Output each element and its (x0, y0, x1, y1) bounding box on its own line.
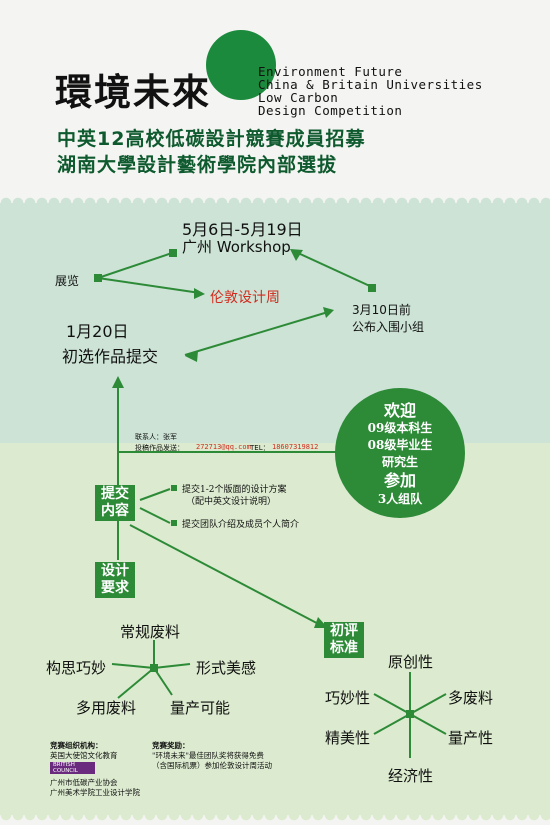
london-design-week-label: 伦敦设计周 (210, 290, 280, 306)
design-req-item: 多用废料 (76, 699, 137, 717)
contact-name: 张军 (163, 433, 177, 441)
design-req-item: 常规废料 (120, 623, 181, 641)
shortlist-date: 3月10日前 (352, 303, 411, 317)
email-address[interactable]: 272713@qq.com (196, 443, 251, 451)
criteria-item: 量产性 (448, 729, 494, 747)
submit-label: 初选作品提交 (62, 347, 159, 366)
recruit-undergrad: 09级本科生 (367, 421, 433, 435)
design-req-item: 形式美感 (196, 659, 257, 677)
contact-person: 联系人：张军 (135, 432, 177, 442)
submission-item-1-note: （配中英文设计说明） (186, 497, 277, 507)
timeline-area (0, 197, 550, 443)
criteria-box-line: 初评 (330, 623, 358, 639)
tel-label: TEL： (250, 444, 270, 452)
bullet-icon (171, 520, 177, 526)
submission-item-1: 提交1-2个版面的设计方案 (182, 485, 287, 495)
award-label: 竞赛奖励： (152, 741, 190, 750)
org-label: 竞赛组织机构： (50, 741, 103, 750)
criteria-box: 初评 标准 (324, 622, 364, 658)
design-requirement-line: 要求 (101, 580, 129, 596)
recruit-join: 参加 (383, 471, 416, 490)
award-line-1: "环境未来"最佳团队奖将获得免费 (152, 751, 264, 760)
british-council-logo: BRITISH COUNCIL (50, 762, 95, 774)
title-chinese: 環境未來 (55, 71, 211, 114)
award-line-2: （含国际机票）参加伦敦设计周活动 (152, 761, 272, 770)
title-english-line: China & Britain Universities (258, 77, 483, 92)
title-english-line: Environment Future (258, 64, 403, 79)
recruit-welcome: 欢迎 (383, 401, 416, 420)
criteria-item: 巧妙性 (325, 689, 371, 707)
recruit-circle: 欢迎 09级本科生 08级毕业生 研究生 参加 3人组队 (335, 388, 465, 518)
green-circle-decoration (206, 30, 276, 100)
recruit-graduate: 08级毕业生 (367, 438, 433, 452)
bullet-icon (171, 485, 177, 491)
submission-item-2: 提交团队介绍及成员个人简介 (182, 520, 300, 530)
title-english-line: Design Competition (258, 103, 403, 118)
exhibition-label: 展览 (55, 274, 80, 288)
org-british-embassy: 英国大使馆文化教育 (50, 751, 118, 760)
criteria-box-line: 标准 (330, 640, 358, 656)
details-area (0, 443, 550, 821)
recruit-postgrad: 研究生 (381, 455, 418, 469)
shortlist-label: 公布入围小组 (352, 320, 425, 334)
contact-label: 联系人： (135, 433, 163, 441)
criteria-item: 多废料 (448, 689, 494, 707)
submission-box-line: 内容 (101, 503, 129, 519)
criteria-item: 原创性 (388, 653, 434, 671)
workshop-label: 广州 Workshop (182, 238, 291, 256)
submit-date: 1月20日 (66, 322, 129, 341)
content-band (0, 197, 550, 821)
design-req-item: 量产可能 (170, 699, 231, 717)
subtitle-recruitment: 中英12高校低碳設計競賽成員招募 (57, 128, 366, 150)
tel-number[interactable]: 18607319812 (272, 443, 319, 451)
org-lowcarbon-association: 广州市低碳产业协会 (50, 778, 118, 787)
org-gz-academy: 广州美术学院工业设计学院 (50, 788, 140, 797)
subtitle-selection: 湖南大學設計藝術學院內部選拔 (57, 154, 338, 176)
workshop-date: 5月6日-5月19日 (182, 220, 303, 239)
criteria-item: 精美性 (325, 729, 371, 747)
design-requirement-box: 设计 要求 (95, 562, 135, 598)
title-english-line: Low Carbon (258, 90, 339, 105)
design-requirement-line: 设计 (101, 563, 129, 579)
design-req-item: 构思巧妙 (46, 659, 107, 677)
title-english: Environment Future China & Britain Unive… (258, 65, 518, 117)
email-label: 投稿作品发送： (135, 444, 184, 452)
recruit-team: 3人组队 (377, 492, 423, 506)
submission-box-line: 提交 (101, 486, 129, 502)
criteria-item: 经济性 (388, 767, 434, 785)
submission-box: 提交 内容 (95, 485, 135, 521)
